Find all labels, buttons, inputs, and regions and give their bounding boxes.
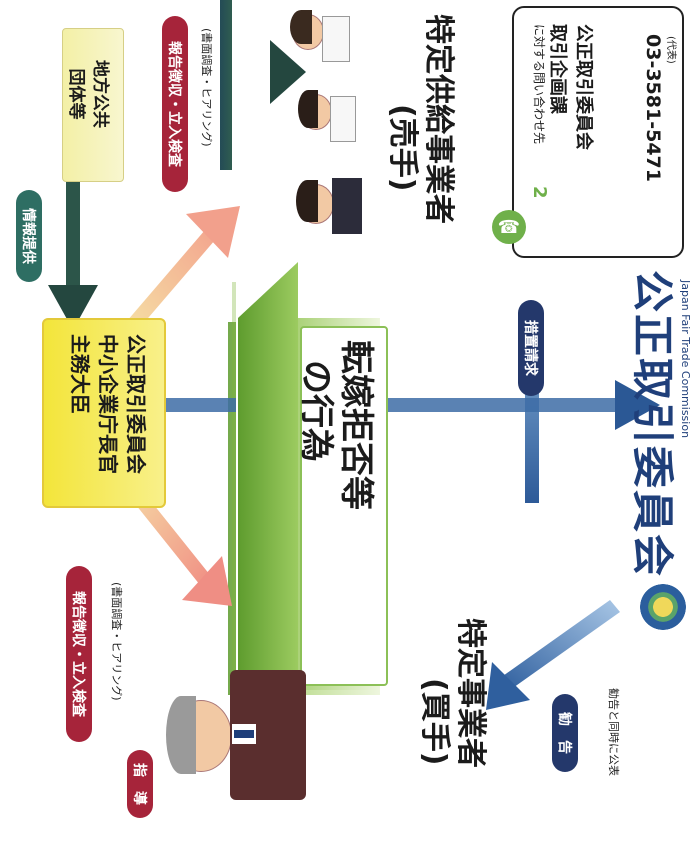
jftc-english: Japan Fair Trade Commission bbox=[679, 280, 691, 439]
report-left-badge: 報告徴収・立入検査 bbox=[66, 566, 92, 742]
recommendation-sub: 勧告と同時に公表 bbox=[607, 688, 620, 776]
authorities-line2: 中小企業庁長官 bbox=[96, 334, 120, 474]
report-top-badge: 報告徴収・立入検査 bbox=[162, 16, 188, 192]
authorities-label: 公正取引委員会 中小企業庁長官 主務大臣 bbox=[66, 334, 150, 474]
measures-arrow-head bbox=[615, 380, 660, 430]
buyer-line2: (買手) bbox=[417, 678, 452, 766]
authorities-box bbox=[42, 318, 166, 508]
info-provision-badge: 情報提供 bbox=[16, 190, 42, 282]
contact-number: 2 bbox=[529, 186, 550, 199]
recommend-arrow-head bbox=[486, 662, 530, 710]
contact-dept-line: 取引企画課 bbox=[547, 24, 568, 114]
contact-org: 公正取引委員会 取引企画課 bbox=[544, 24, 596, 150]
jftc-logo-icon bbox=[640, 584, 686, 630]
report-arrow-top bbox=[115, 230, 215, 345]
buyer-line1: 特定事業者 bbox=[453, 618, 488, 768]
guidance-badge: 指 導 bbox=[127, 750, 153, 818]
authorities-line1: 公正取引委員会 bbox=[124, 334, 148, 474]
info-arrow bbox=[220, 0, 306, 170]
seller-person-1 bbox=[290, 8, 352, 68]
seller-label: 特定供給事業者 (売手) bbox=[384, 14, 456, 224]
buyer-label: 特定事業者 (買手) bbox=[416, 618, 488, 768]
main-act-line1: 転嫁拒否等 bbox=[336, 340, 376, 510]
info-arrow-head bbox=[48, 285, 98, 330]
report-arrow-left-head bbox=[182, 556, 232, 606]
local-gov-box bbox=[62, 28, 124, 182]
contact-org-line: 公正取引委員会 bbox=[573, 24, 594, 150]
main-act-label: 転嫁拒否等 の行為 bbox=[296, 340, 376, 510]
seller-person-2 bbox=[296, 80, 358, 150]
contact-phone: 03-3581-5471 bbox=[642, 34, 664, 182]
local-gov-line1: 地方公共 bbox=[90, 60, 110, 128]
main-act-line2: の行為 bbox=[296, 360, 336, 462]
jftc-name: 公正取引委員会 bbox=[628, 270, 677, 579]
seller-person-3 bbox=[290, 160, 370, 250]
authorities-line3: 主務大臣 bbox=[68, 334, 92, 414]
measures-request-badge: 措置請求 bbox=[518, 300, 544, 396]
report-left-sub: (書面調査・ヒアリング) bbox=[110, 582, 123, 701]
recommend-arrow bbox=[500, 600, 620, 690]
local-gov-label: 地方公共 団体等 bbox=[64, 60, 112, 128]
report-top-sub: (書面調査・ヒアリング) bbox=[200, 28, 213, 147]
seller-line2: (売手) bbox=[385, 104, 420, 192]
phone-icon: ☎ bbox=[492, 210, 526, 244]
main-act-box bbox=[300, 326, 388, 686]
contact-box bbox=[512, 6, 684, 258]
recommendation-badge: 勧 告 bbox=[552, 694, 578, 772]
buyer-person bbox=[160, 640, 310, 840]
contact-phone-note-text: (代表) bbox=[665, 36, 676, 64]
seller-line1: 特定供給事業者 bbox=[421, 14, 456, 224]
info-arrow-shaft bbox=[66, 180, 80, 290]
local-gov-line2: 団体等 bbox=[66, 68, 86, 120]
report-arrow-top-head bbox=[186, 206, 240, 258]
